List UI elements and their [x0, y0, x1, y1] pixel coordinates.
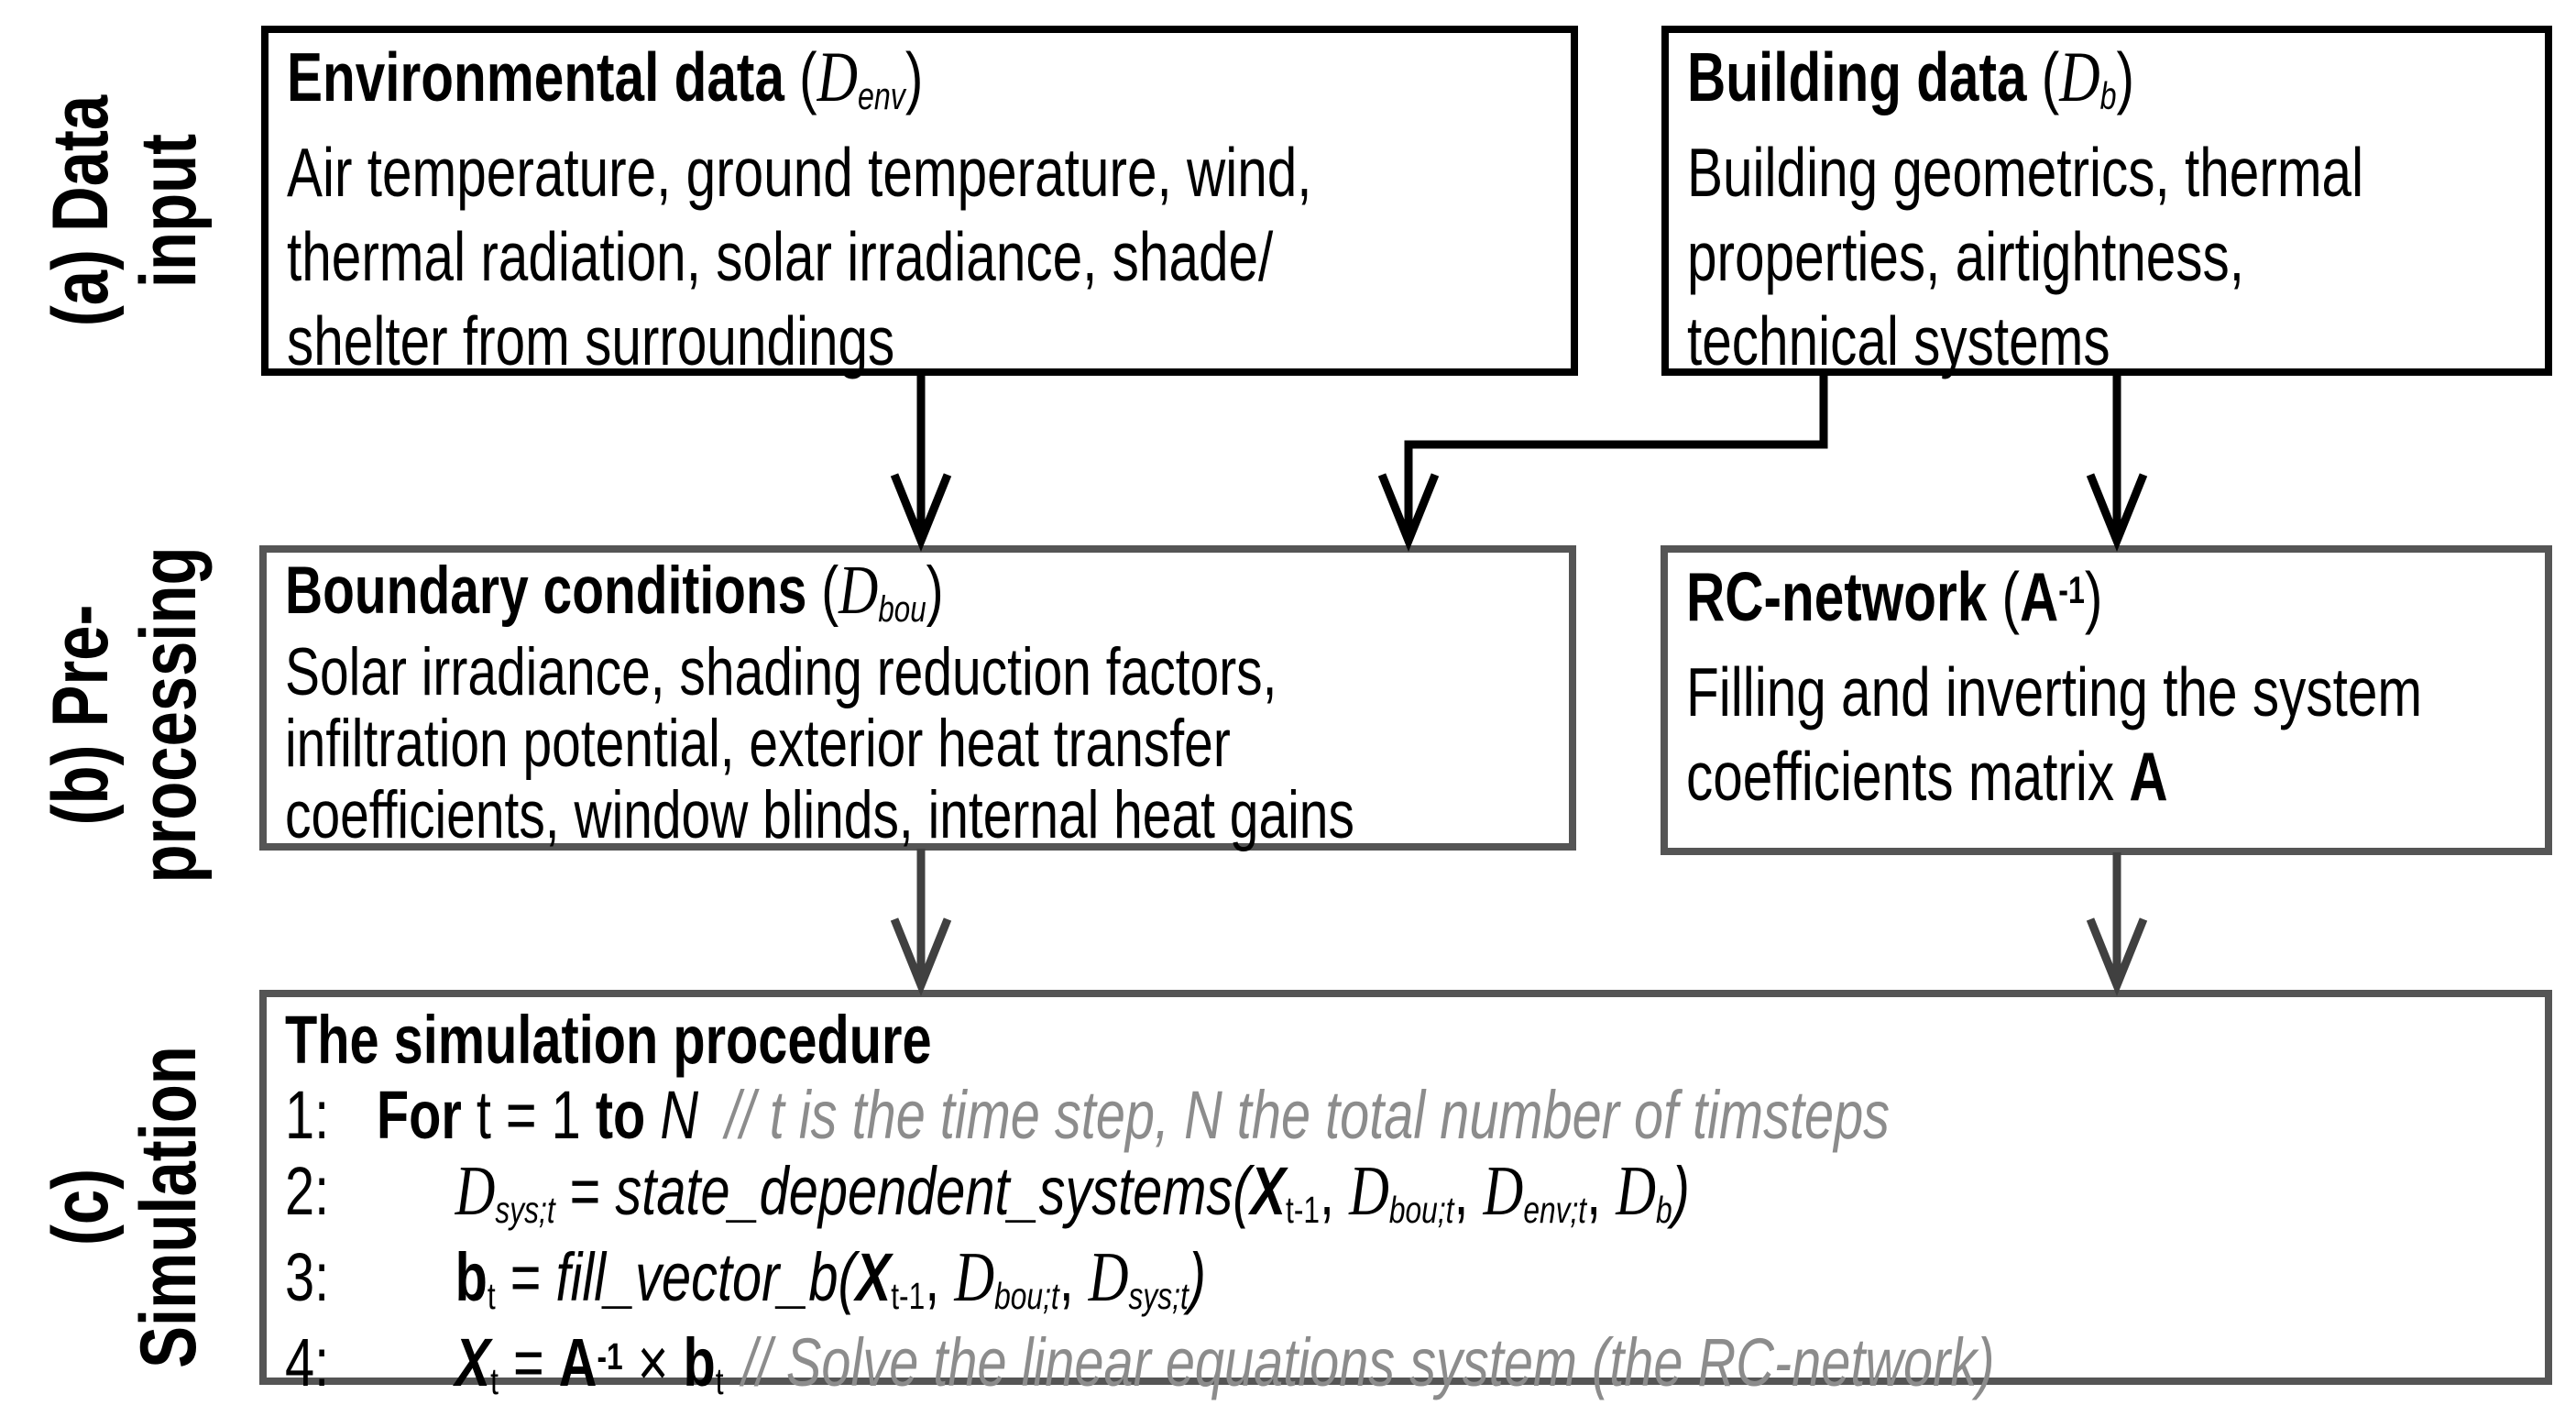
- arrow-rc-to-sim: [2086, 852, 2148, 997]
- boundary-conditions-body: Solar irradiance, shading reduction fact…: [285, 635, 1354, 852]
- arrow-building-to-boundary: [1377, 370, 1828, 553]
- stage-label-pre-processing: (b) Pre- processing: [37, 546, 213, 884]
- sim-comment-1: // t is the time step, N the total numbe…: [725, 1077, 1891, 1153]
- simulation-title: The simulation procedure: [285, 1002, 932, 1078]
- sim-code-4: Xt = A-1 × bt// Solve the linear equatio…: [455, 1324, 1995, 1402]
- environmental-data-box: Environmental data (Denv) Air temperatur…: [261, 26, 1578, 379]
- arrow-building-to-rc: [2086, 370, 2148, 553]
- rc-network-box: RC-network (A-1) Filling and inverting t…: [1661, 545, 2552, 855]
- rc-network-body: Filling and inverting the system coeffic…: [1686, 653, 2423, 815]
- sim-code-line-1: 1:For t = 1 to N// t is the time step, N…: [285, 1077, 1891, 1153]
- boundary-conditions-title: Boundary conditions (Dbou): [285, 551, 944, 630]
- sim-code-2: Dsys;t = state_dependent_systems(Xt-1, D…: [455, 1151, 1690, 1231]
- environmental-data-body: Air temperature, ground temperature, win…: [287, 134, 1312, 379]
- arrow-boundary-to-sim: [890, 849, 952, 997]
- rc-network-title: RC-network (A-1): [1686, 558, 2103, 635]
- stage-label-simulation: (c) Simulation: [37, 1046, 213, 1368]
- sim-code-1: For t = 1 to N// t is the time step, N t…: [376, 1077, 1891, 1153]
- building-data-body: Building geometrics, thermal properties,…: [1687, 134, 2364, 379]
- sim-comment-4: // Solve the linear equations system (th…: [741, 1324, 1995, 1400]
- sim-code-line-4: 4:Xt = A-1 × bt// Solve the linear equat…: [285, 1325, 2545, 1411]
- sim-code-line-2: 2:Dsys;t = state_dependent_systems(Xt-1,…: [285, 1153, 2545, 1239]
- sim-code-3: bt = fill_vector_b(Xt-1, Dbou;t, Dsys;t): [455, 1237, 1207, 1317]
- stage-label-data-input: (a) Data input: [37, 94, 213, 327]
- environmental-data-title: Environmental data (Denv): [287, 38, 924, 118]
- sim-code-line-3: 3:bt = fill_vector_b(Xt-1, Dbou;t, Dsys;…: [285, 1239, 2545, 1325]
- building-data-box: Building data (Db) Building geometrics, …: [1661, 26, 2552, 379]
- simulation-box: The simulation procedure 1:For t = 1 to …: [259, 990, 2552, 1402]
- arrow-env-to-boundary: [890, 370, 952, 553]
- building-data-title: Building data (Db): [1687, 38, 2134, 118]
- boundary-conditions-box: Boundary conditions (Dbou) Solar irradia…: [259, 545, 1576, 851]
